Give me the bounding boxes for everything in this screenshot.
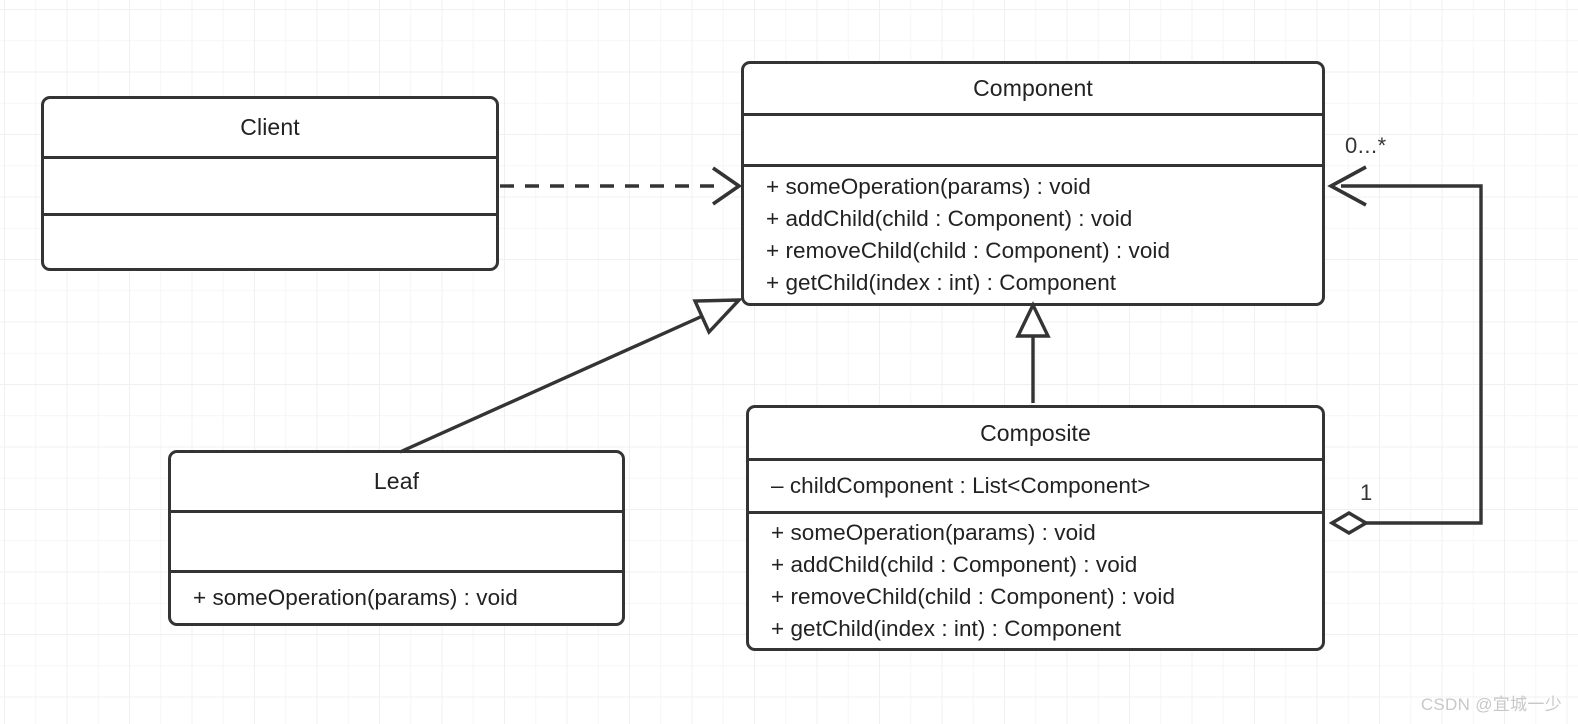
class-member: + addChild(child : Component) : void bbox=[771, 552, 1138, 577]
class-operations-component: + someOperation(params) : void + addChil… bbox=[744, 164, 1322, 303]
class-attributes-leaf bbox=[171, 510, 622, 570]
class-attributes-client bbox=[44, 155, 496, 213]
class-operations-leaf: + someOperation(params) : void bbox=[171, 570, 622, 623]
uml-class-composite[interactable]: Composite – childComponent : List<Compon… bbox=[746, 405, 1325, 651]
class-member: + someOperation(params) : void bbox=[766, 174, 1091, 199]
relationship-generalization-leaf-component bbox=[399, 298, 744, 454]
relationship-generalization-composite-component bbox=[1015, 301, 1051, 403]
class-attributes-composite: – childComponent : List<Component> bbox=[749, 458, 1322, 511]
watermark-text: CSDN @宜城一少 bbox=[1420, 695, 1562, 714]
uml-class-component[interactable]: Component + someOperation(params) : void… bbox=[741, 61, 1325, 306]
class-name-composite: Composite bbox=[980, 419, 1091, 446]
class-operations-client bbox=[44, 212, 496, 268]
class-name-client: Client bbox=[240, 113, 300, 140]
class-member: – childComponent : List<Component> bbox=[771, 473, 1151, 498]
relationship-dependency-client-component bbox=[500, 166, 743, 206]
class-name-component: Component bbox=[973, 75, 1093, 102]
class-member: + removeChild(child : Component) : void bbox=[771, 584, 1176, 609]
relationship-aggregation-composite-component bbox=[1327, 165, 1483, 535]
uml-class-client[interactable]: Client bbox=[41, 96, 499, 271]
class-member: + addChild(child : Component) : void bbox=[766, 206, 1133, 231]
class-name-leaf: Leaf bbox=[373, 468, 420, 494]
multiplicity-label-component-end: 0...* bbox=[1345, 133, 1387, 158]
class-attributes-component bbox=[744, 113, 1322, 164]
multiplicity-label-composite-end: 1 bbox=[1360, 480, 1373, 505]
class-member: + removeChild(child : Component) : void bbox=[766, 238, 1171, 263]
class-member: + getChild(index : int) : Component bbox=[766, 270, 1117, 295]
uml-class-leaf[interactable]: Leaf + someOperation(params) : void bbox=[168, 450, 625, 626]
class-member: + someOperation(params) : void bbox=[193, 585, 518, 610]
class-operations-composite: + someOperation(params) : void + addChil… bbox=[749, 511, 1322, 648]
class-member: + someOperation(params) : void bbox=[771, 520, 1096, 545]
class-member: + getChild(index : int) : Component bbox=[771, 616, 1122, 641]
